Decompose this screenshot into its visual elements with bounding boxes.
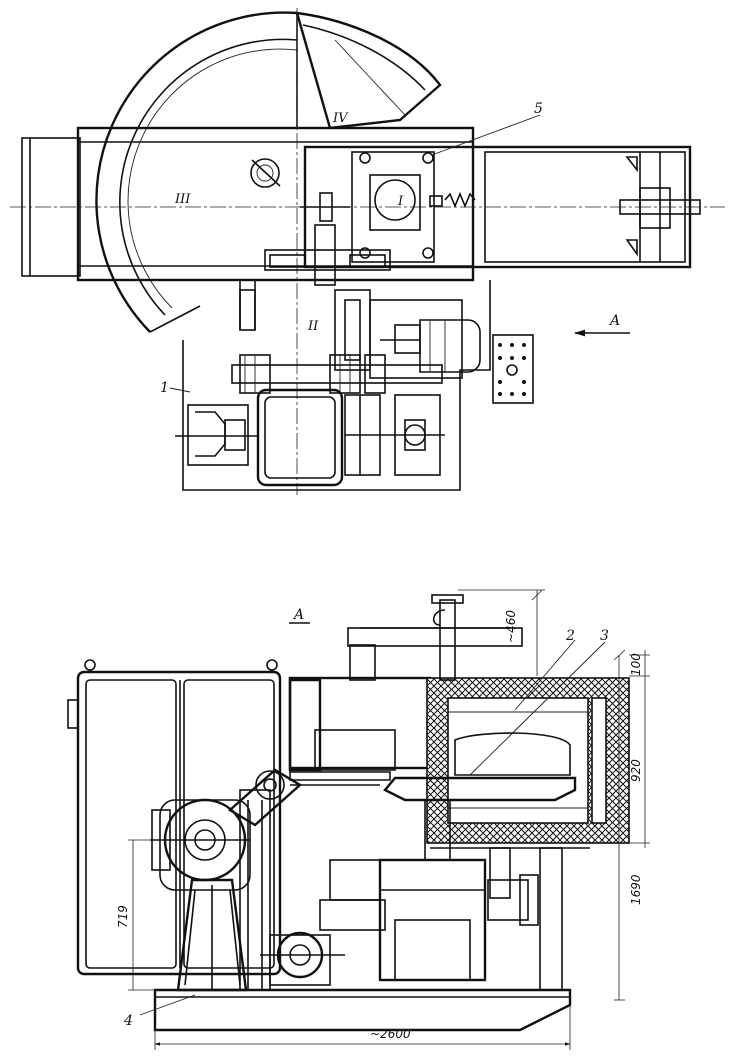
shaft-crossbar (264, 249, 391, 271)
dim-1690: 1690 (629, 874, 643, 905)
motor-frame (369, 299, 463, 379)
spindle-top (439, 599, 456, 681)
label-3: 3 (600, 628, 609, 644)
drive-shaft (231, 364, 443, 384)
sector-IV (295, 11, 442, 130)
label-2: 2 (565, 628, 575, 644)
machine-head (288, 676, 432, 770)
turntable-disk (383, 776, 577, 802)
label-view-arrow: A (608, 313, 620, 329)
label-zone-I: I (397, 194, 404, 209)
flange-circle (250, 158, 280, 188)
dim-460: ~460 (504, 610, 518, 643)
turntable-outer-arc (95, 11, 298, 333)
housing-III (76, 126, 475, 282)
label-4: 4 (123, 1013, 133, 1029)
label-zone-III: III (174, 192, 191, 207)
spring-icon (444, 191, 476, 209)
right-leg (539, 847, 563, 991)
unit-I-circle (374, 179, 416, 221)
base-plate (153, 988, 572, 1032)
dim-920: 920 (629, 759, 643, 782)
view-title: A (292, 607, 304, 623)
control-panel (492, 334, 534, 404)
label-zone-IV: IV (332, 111, 349, 126)
motor (419, 319, 481, 373)
dim-719: 719 (116, 905, 130, 928)
elevation-view: A (67, 589, 650, 1050)
gearbox-housing (256, 388, 344, 487)
label-zone-II: II (307, 319, 319, 334)
label-1: 1 (160, 380, 169, 396)
top-guard (347, 627, 523, 647)
right-motor (487, 879, 529, 921)
left-drive (187, 404, 249, 466)
plan-view: 5 1 I II III IV A (10, 8, 725, 495)
unit-I-body (351, 151, 435, 263)
column (239, 789, 271, 991)
pedestal-4 (176, 878, 248, 992)
dim-2600: ~2600 (370, 1027, 411, 1041)
dim-100: 100 (629, 653, 643, 676)
label-5: 5 (534, 101, 543, 117)
